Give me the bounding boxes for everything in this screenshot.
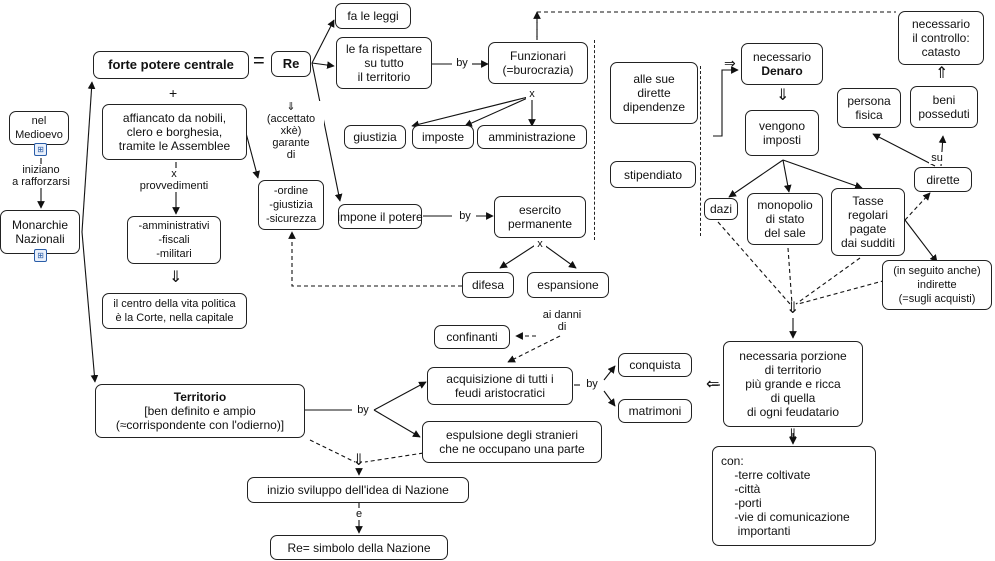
- link-label-by-funzionari: by: [453, 57, 471, 69]
- link-label-su: su: [929, 152, 945, 164]
- node-vengono-imposti[interactable]: vengono imposti: [745, 110, 819, 156]
- node-fa-le-leggi[interactable]: fa le leggi: [335, 3, 411, 29]
- node-espulsione[interactable]: espulsione degli stranieri che ne occupa…: [422, 421, 602, 463]
- link-label-e: e: [353, 508, 365, 520]
- node-forte-potere-centrale[interactable]: forte potere centrale: [93, 51, 249, 79]
- node-confinanti[interactable]: confinanti: [434, 325, 510, 349]
- node-giustizia[interactable]: giustizia: [344, 125, 406, 149]
- node-centro-vita-politica[interactable]: il centro della vita politica è la Corte…: [102, 293, 247, 329]
- node-matrimoni[interactable]: matrimoni: [618, 399, 692, 423]
- concept-map-icon[interactable]: ⊞: [34, 249, 47, 262]
- link-label-equals: =: [253, 50, 265, 72]
- link-label-implies-vengono: ⇓: [776, 87, 790, 104]
- node-monopolio-sale[interactable]: monopolio di stato del sale: [747, 193, 823, 245]
- link-label-x-funzionari: x: [526, 88, 538, 100]
- node-re[interactable]: Re: [271, 51, 311, 77]
- node-con-list[interactable]: con: -terre coltivate -città -porti -vie…: [712, 446, 876, 546]
- node-esercito-permanente[interactable]: esercito permanente: [494, 196, 586, 238]
- node-imposte[interactable]: imposte: [412, 125, 474, 149]
- separator-dashed: [700, 66, 701, 236]
- node-espansione[interactable]: espansione: [527, 272, 609, 298]
- node-re-simbolo[interactable]: Re= simbolo della Nazione: [270, 535, 448, 560]
- node-dirette[interactable]: dirette: [914, 167, 972, 192]
- node-impone-potere[interactable]: impone il potere: [337, 204, 423, 229]
- link-label-by-territorio: by: [353, 404, 373, 416]
- node-indirette[interactable]: (in seguito anche) indirette (=sugli acq…: [882, 260, 992, 310]
- node-controllo-catasto[interactable]: necessario il controllo: catasto: [898, 11, 984, 65]
- node-dazi[interactable]: dazi: [704, 198, 738, 220]
- node-acquisizione[interactable]: acquisizione di tutti i feudi aristocrat…: [427, 367, 573, 405]
- link-label-x-esercito: x: [534, 238, 546, 250]
- node-alle-sue-dipendenze[interactable]: alle sue dirette dipendenze: [610, 62, 698, 124]
- node-territorio[interactable]: Territorio [ben definito e ampio (≈corri…: [95, 384, 305, 438]
- link-label-iniziano: iniziano a rafforzarsi: [3, 164, 79, 188]
- node-amministrazione[interactable]: amministrazione: [477, 125, 587, 149]
- node-beni-posseduti[interactable]: beni posseduti: [910, 86, 978, 128]
- concept-map-icon[interactable]: ⊞: [34, 143, 47, 156]
- node-tasse-regolari[interactable]: Tasse regolari pagate dai sudditi: [831, 188, 905, 256]
- node-fa-rispettare[interactable]: le fa rispettare su tutto il territorio: [336, 37, 432, 89]
- link-label-plus: +: [169, 85, 178, 101]
- node-provvedimenti-list[interactable]: -amministrativi -fiscali -militari: [127, 216, 221, 264]
- node-monarchie-nazionali[interactable]: Monarchie Nazionali: [0, 210, 80, 254]
- node-persona-fisica[interactable]: persona fisica: [837, 88, 901, 128]
- node-medioevo[interactable]: nel Medioevo: [9, 111, 69, 145]
- node-funzionari[interactable]: Funzionari (=burocrazia): [488, 42, 588, 84]
- node-affiancato[interactable]: affiancato da nobili, clero e borghesia,…: [102, 104, 247, 160]
- node-porzione-territorio[interactable]: necessaria porzione di territorio più gr…: [723, 341, 863, 427]
- node-conquista[interactable]: conquista: [618, 353, 692, 377]
- node-inizio-nazione[interactable]: inizio sviluppo dell'idea di Nazione: [247, 477, 469, 503]
- link-label-provvedimenti: x provvedimenti: [134, 168, 214, 192]
- separator-dashed: [594, 40, 595, 240]
- link-label-implies-con: ⇓: [786, 427, 800, 444]
- link-label-implies-corte: ⇓: [169, 269, 183, 286]
- node-ordine-giustizia-sicurezza[interactable]: -ordine -giustizia -sicurezza: [258, 180, 324, 230]
- link-label-implies-inizio: ⇓: [352, 452, 366, 469]
- node-stipendiato[interactable]: stipendiato: [610, 161, 696, 188]
- link-label-ai-danni: ai danni di: [537, 309, 587, 333]
- node-difesa[interactable]: difesa: [462, 272, 514, 298]
- link-label-implies-catasto: ⇑: [935, 65, 949, 82]
- node-necessario-denaro[interactable]: necessario Denaro: [741, 43, 823, 85]
- link-label-by-esercito: by: [455, 210, 475, 222]
- link-label-accettato: ⇓ (accettato xkè) garante di: [258, 101, 324, 161]
- link-label-by-acquisizione: by: [582, 378, 602, 390]
- link-label-implies-porzione: ⇓: [786, 300, 800, 317]
- link-label-implies-denaro: ⇒: [724, 55, 736, 71]
- link-label-implies-acquisizione: ⇐: [706, 376, 720, 393]
